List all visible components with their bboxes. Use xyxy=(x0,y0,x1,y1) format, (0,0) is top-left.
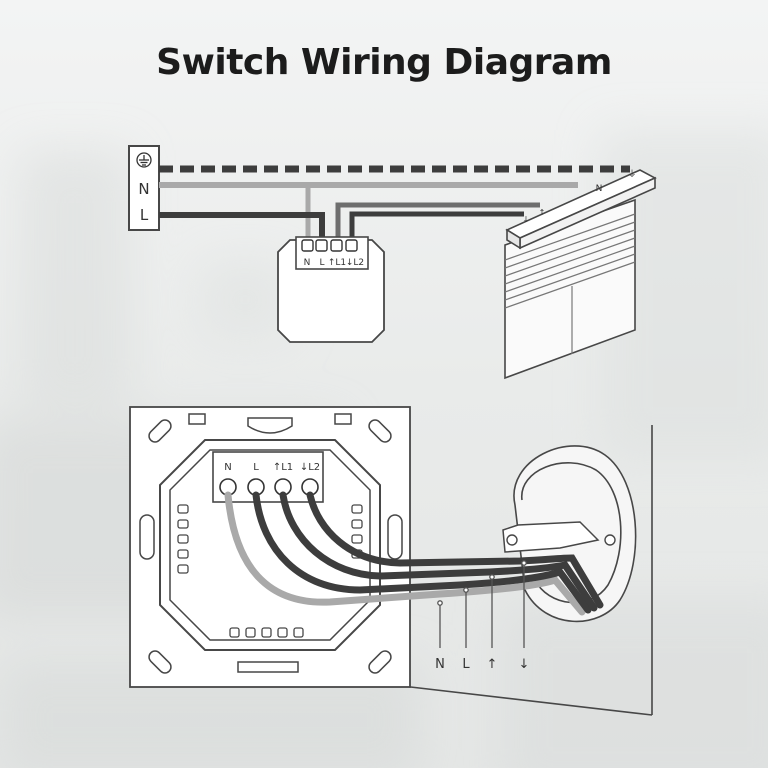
motor-terminal-earth: ⏚ xyxy=(627,169,636,180)
diagram-title: Switch Wiring Diagram xyxy=(156,42,612,83)
plate-terminal-l2: ↓L2 xyxy=(300,462,320,473)
blind-motor-assembly: ↓ ↑ N ⏚ xyxy=(504,169,657,380)
plate-terminal-n: N xyxy=(224,462,231,473)
relay-module: N L ↑L1 ↓L2 xyxy=(277,236,385,343)
power-label-n: N xyxy=(138,180,149,198)
motor-terminal-n: N xyxy=(596,184,603,194)
module-terminal-l: L xyxy=(319,258,324,268)
l1-wire-top xyxy=(335,202,540,241)
cable-l2 xyxy=(306,491,604,609)
output-leaders xyxy=(437,560,527,648)
earth-ground-icon xyxy=(136,152,152,168)
live-wire-top xyxy=(159,212,325,241)
plate-terminal-l: L xyxy=(253,462,259,473)
module-terminal-l2: ↓L2 xyxy=(346,258,364,268)
cable-l1 xyxy=(279,491,598,612)
cable-n xyxy=(224,491,586,616)
roller-bar xyxy=(505,169,657,250)
power-supply-box: N L xyxy=(128,145,160,231)
plate-terminal-l1: ↑L1 xyxy=(273,462,293,473)
output-label-up: ↑ xyxy=(487,657,498,672)
module-terminal-n: N xyxy=(304,258,311,268)
output-label-n: N xyxy=(435,657,445,672)
motor-terminal-down: ↓ xyxy=(523,215,530,224)
power-label-l: L xyxy=(140,206,149,224)
cable-bundle xyxy=(224,491,604,616)
motor-terminal-up: ↑ xyxy=(539,208,546,217)
output-label-down: ↓ xyxy=(519,657,530,672)
top-schematic: N L N L ↑ L xyxy=(128,145,657,380)
l2-wire-top xyxy=(349,211,524,241)
bottom-illustration: N L ↑L1 ↓L2 N L ↑ ↓ xyxy=(129,406,653,716)
cable-l xyxy=(252,491,592,614)
wall-outline xyxy=(401,425,653,716)
supply-wires xyxy=(159,165,630,241)
output-label-l: L xyxy=(462,657,470,672)
module-terminal-l1: ↑L1 xyxy=(328,258,346,268)
